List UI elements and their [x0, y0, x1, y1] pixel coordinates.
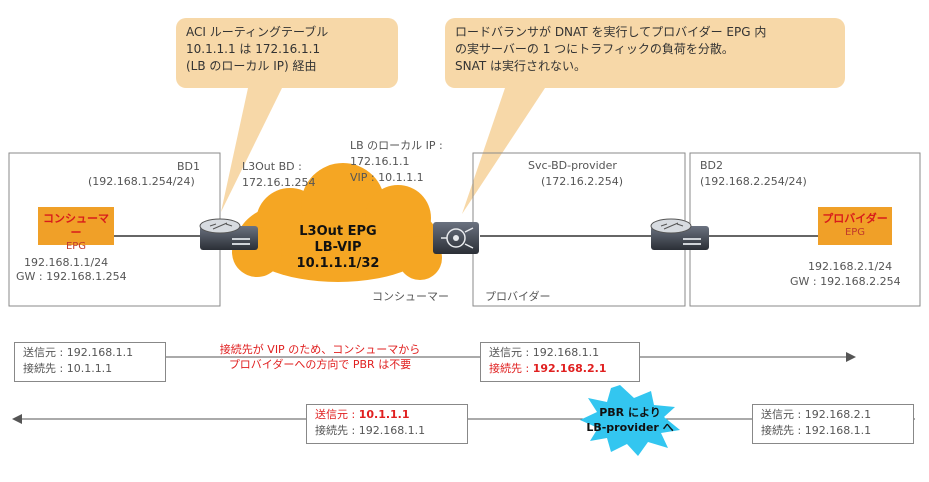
pbr-burst — [580, 385, 680, 456]
packet-2-dst-label: 接続先 : — [489, 362, 533, 375]
pbr-note-line-2: プロバイダーへの方向で PBR は不要 — [228, 358, 412, 371]
packet-3-dst: 接続先 : 192.168.1.1 — [315, 424, 426, 437]
cloud-line-1: L3Out EPG — [299, 224, 377, 239]
l3out-bd-title: L3Out BD : — [242, 160, 302, 173]
packet-3-src-label: 送信元 : — [315, 408, 359, 421]
callout-right-line-2: の実サーバーの 1 つにトラフィックの負荷を分散。 — [455, 42, 734, 56]
leaf-switch-right-icon — [650, 218, 709, 250]
provider-gw: GW : 192.168.2.254 — [790, 275, 901, 288]
callout-left-line-2: 10.1.1.1 は 172.16.1.1 — [186, 42, 321, 56]
bd1-subnet: (192.168.1.254/24) — [88, 175, 195, 188]
pbr-note-line-1: 接続先が VIP のため、コンシューマから — [219, 343, 421, 356]
packet-4-dst: 接続先 : 192.168.1.1 — [761, 424, 872, 437]
callout-left-pointer — [221, 88, 282, 212]
cloud-line-2: LB-VIP — [314, 240, 362, 255]
consumer-epg-sub: EPG — [65, 241, 87, 252]
callout-right-line-1: ロードバランサが DNAT を実行してプロバイダー EPG 内 — [455, 25, 767, 39]
bd1-title: BD1 — [177, 160, 201, 173]
callout-left-line-3: (LB のローカル IP) 経由 — [186, 59, 317, 73]
pbr-note: 接続先が VIP のため、コンシューマから プロバイダーへの方向で PBR は不… — [190, 342, 450, 372]
consumer-gw: GW : 192.168.1.254 — [16, 270, 127, 283]
cloud-line-3: 10.1.1.1/32 — [296, 256, 380, 271]
cloud-label: L3Out EPG LB-VIP 10.1.1.1/32 — [283, 224, 393, 272]
packet-3: 送信元 : 10.1.1.1 接続先 : 192.168.1.1 — [306, 404, 468, 444]
pbr-burst-label: PBR により LB-provider へ — [580, 405, 680, 435]
packet-3-src-value: 10.1.1.1 — [358, 408, 410, 421]
l3out-bd-ip: 172.16.1.254 — [242, 176, 316, 189]
packet-1: 送信元 : 192.168.1.1 接続先 : 10.1.1.1 — [14, 342, 166, 382]
consumer-ip: 192.168.1.1/24 — [24, 256, 109, 269]
packet-3-src: 送信元 : 10.1.1.1 — [315, 407, 459, 423]
burst-line-2: LB-provider へ — [586, 421, 674, 434]
packet-1-src: 送信元 : 192.168.1.1 — [23, 346, 134, 359]
provider-epg-name: プロバイダー — [822, 212, 888, 225]
callout-routing-table: ACI ルーティングテーブル 10.1.1.1 は 172.16.1.1 (LB… — [176, 18, 398, 88]
provider-epg-box: プロバイダー EPG — [818, 207, 892, 245]
bd2-subnet: (192.168.2.254/24) — [700, 175, 807, 188]
lb-local-title: LB のローカル IP : — [350, 139, 443, 152]
lb-vip: VIP : 10.1.1.1 — [350, 171, 424, 184]
svc-bd-subnet: (172.16.2.254) — [541, 175, 624, 188]
zone-provider-label: プロバイダー — [485, 290, 551, 303]
bd2-title: BD2 — [700, 159, 724, 172]
packet-4-src: 送信元 : 192.168.2.1 — [761, 408, 872, 421]
consumer-epg-box: コンシューマー EPG — [38, 207, 114, 252]
provider-epg-sub: EPG — [844, 227, 866, 238]
packet-1-dst: 接続先 : 10.1.1.1 — [23, 362, 113, 375]
packet-2-dst: 接続先 : 192.168.2.1 — [489, 361, 631, 377]
zone-consumer-label: コンシューマー — [372, 290, 449, 303]
packet-4: 送信元 : 192.168.2.1 接続先 : 192.168.1.1 — [752, 404, 914, 444]
consumer-epg-name: コンシューマー — [43, 212, 109, 239]
leaf-switch-left-icon — [199, 218, 258, 250]
burst-line-1: PBR により — [599, 406, 661, 419]
callout-lb-dnat: ロードバランサが DNAT を実行してプロバイダー EPG 内 の実サーバーの … — [445, 18, 845, 88]
packet-2-src: 送信元 : 192.168.1.1 — [489, 346, 600, 359]
l3out-cloud — [232, 163, 442, 282]
svc-bd-title: Svc-BD-provider — [528, 159, 617, 172]
callout-right-pointer — [462, 88, 545, 214]
packet-2-dst-value: 192.168.2.1 — [532, 362, 607, 375]
callout-left-line-1: ACI ルーティングテーブル — [186, 25, 329, 39]
callout-right-line-3: SNAT は実行されない。 — [455, 59, 587, 73]
packet-2: 送信元 : 192.168.1.1 接続先 : 192.168.2.1 — [480, 342, 640, 382]
provider-ip: 192.168.2.1/24 — [808, 260, 893, 273]
load-balancer-icon — [433, 222, 479, 254]
lb-local-ip: 172.16.1.1 — [350, 155, 410, 168]
